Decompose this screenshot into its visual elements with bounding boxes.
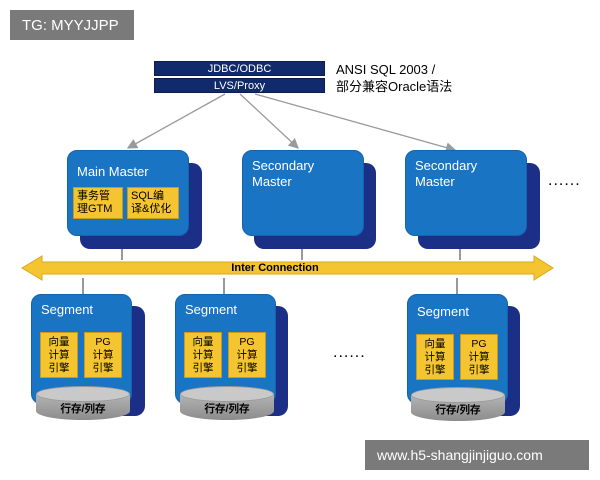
segment-1-vector-l3: 引擎 (48, 362, 70, 374)
segment-2-vector-l3: 引擎 (192, 362, 214, 374)
secondary-master-2-card: Secondary Master (405, 150, 527, 236)
segment-2-pg-engine: PG 计算 引擎 (228, 332, 266, 378)
secondary-master-1-title: Secondary Master (252, 158, 314, 190)
interconnect-label: Inter Connection (231, 262, 319, 274)
lvs-proxy-bar: LVS/Proxy (154, 78, 325, 93)
segment-3-vector-engine: 向量 计算 引擎 (416, 334, 454, 380)
segment-2-card: Segment 向量 计算 引擎 PG 计算 引擎 (175, 294, 276, 404)
sql-compat-note: ANSI SQL 2003 / 部分兼容Oracle语法 (336, 61, 536, 95)
interconnect-arrow (21, 255, 554, 281)
segment-2-vector-engine: 向量 计算 引擎 (184, 332, 222, 378)
secondary-master-2-title-line2: Master (415, 174, 455, 189)
segment-1-storage: 行存/列存 (36, 386, 130, 420)
lvs-to-main-master-line (126, 93, 226, 149)
lvs-proxy-label: LVS/Proxy (213, 79, 266, 92)
sql-compile-line1: SQL编 (131, 190, 165, 202)
segment-2-storage-label: 行存/列存 (204, 403, 250, 415)
segment-1-pg-l2: 计算 (92, 349, 114, 361)
masters-ellipsis: ...... (548, 172, 581, 189)
segment-3-storage-label: 行存/列存 (435, 404, 481, 416)
main-master-card: Main Master 事务管 理GTM SQL编 译&优化 (67, 150, 189, 236)
segment-1-pg-engine: PG 计算 引擎 (84, 332, 122, 378)
segments-ellipsis: ...... (333, 344, 366, 361)
secondary-master-1-card: Secondary Master (242, 150, 364, 236)
lvs-to-secondary1-line (239, 93, 299, 149)
segment-3-pg-l3: 引擎 (468, 364, 490, 376)
segment-1-pg-l1: PG (95, 336, 111, 348)
sql-compile-box: SQL编 译&优化 (127, 187, 179, 219)
segment-3-vector-l3: 引擎 (424, 364, 446, 376)
secondary-master-2-title: Secondary Master (415, 158, 477, 190)
segment-2-vector-l1: 向量 (192, 336, 214, 348)
lvs-to-secondary2-line (254, 93, 457, 153)
segment-3-pg-l2: 计算 (468, 351, 490, 363)
segment-1-pg-l3: 引擎 (92, 362, 114, 374)
secondary-master-1-title-line1: Secondary (252, 158, 315, 173)
segment-3-storage: 行存/列存 (411, 387, 505, 421)
segment-3-title: Segment (417, 304, 470, 319)
segment-3-pg-engine: PG 计算 引擎 (460, 334, 498, 380)
segment-1-vector-l1: 向量 (48, 336, 70, 348)
jdbc-odbc-label: JDBC/ODBC (207, 62, 272, 75)
gtm-box: 事务管 理GTM (73, 187, 123, 219)
gtm-line2: 理GTM (77, 203, 113, 215)
segment-3-card: Segment 向量 计算 引擎 PG 计算 引擎 (407, 294, 508, 404)
segment-1-vector-l2: 计算 (48, 349, 70, 361)
sql-compile-line2: 译&优化 (131, 203, 172, 215)
segment-3-vector-l2: 计算 (424, 351, 446, 363)
segment-1-storage-label: 行存/列存 (60, 403, 106, 415)
watermark-bottom-right: www.h5-shangjinjiguo.com (365, 440, 589, 470)
sql-compat-line2: 部分兼容Oracle语法 (336, 79, 453, 94)
segment-2-storage: 行存/列存 (180, 386, 274, 420)
gtm-line1: 事务管 (77, 190, 110, 202)
segment-3-pg-l1: PG (471, 338, 487, 350)
segment-2-pg-l3: 引擎 (236, 362, 258, 374)
sql-compat-line1: ANSI SQL 2003 / (336, 62, 436, 77)
segment-3-vector-l1: 向量 (424, 338, 446, 350)
segment-1-vector-engine: 向量 计算 引擎 (40, 332, 78, 378)
segment-2-vector-l2: 计算 (192, 349, 214, 361)
segment-1-title: Segment (41, 302, 94, 317)
watermark-top-text: TG: MYYJJPP (22, 16, 119, 34)
segment-2-pg-l1: PG (239, 336, 255, 348)
secondary-master-1-title-line2: Master (252, 174, 292, 189)
watermark-top-left: TG: MYYJJPP (10, 10, 134, 40)
segment-1-card: Segment 向量 计算 引擎 PG 计算 引擎 (31, 294, 132, 404)
segment-2-pg-l2: 计算 (236, 349, 258, 361)
main-master-title: Main Master (77, 164, 149, 179)
watermark-bottom-text: www.h5-shangjinjiguo.com (377, 447, 543, 463)
jdbc-odbc-bar: JDBC/ODBC (154, 61, 325, 76)
segment-2-title: Segment (185, 302, 238, 317)
secondary-master-2-title-line1: Secondary (415, 158, 478, 173)
